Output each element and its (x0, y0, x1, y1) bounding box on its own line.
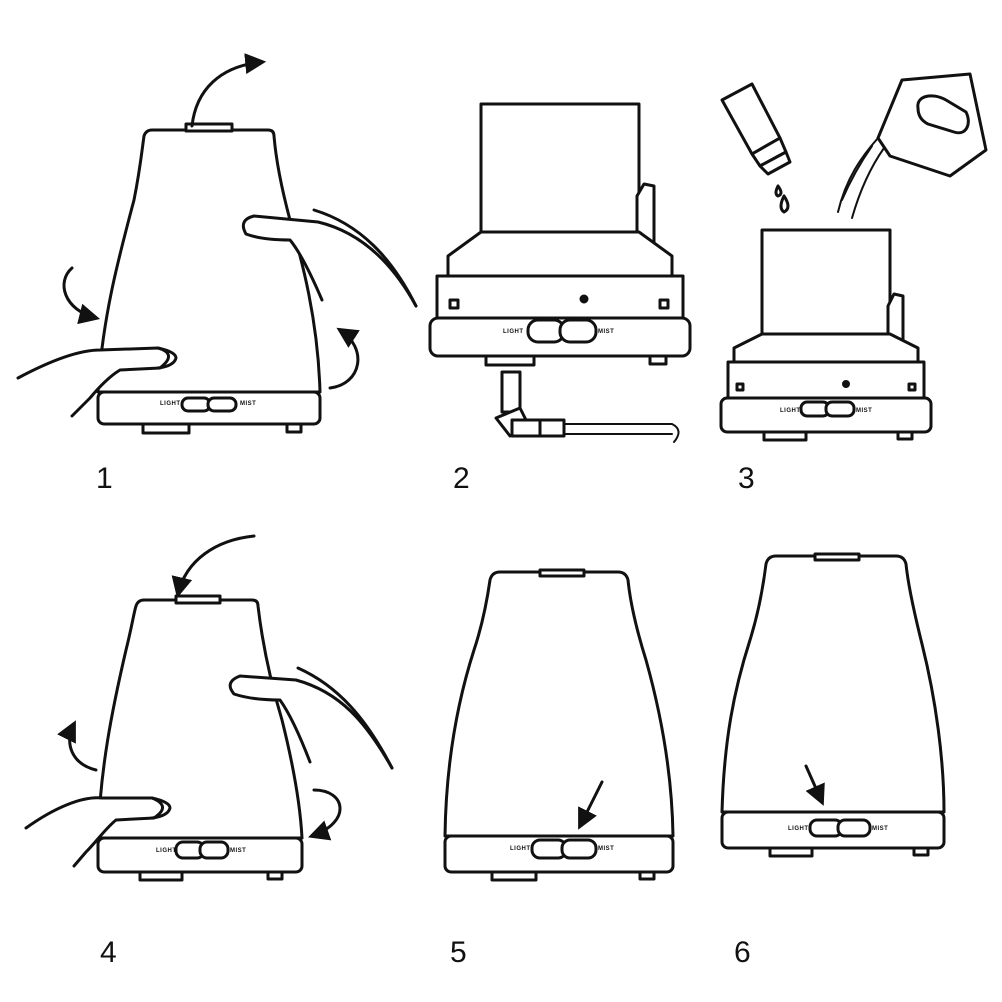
base-foot (490, 870, 538, 882)
step-number-3: 3 (738, 462, 755, 495)
jug-handle-hole (916, 94, 970, 135)
step-5-figure: LIGHT MIST 5 (443, 568, 675, 969)
cover-vent (184, 122, 234, 133)
step-number-2: 2 (453, 462, 470, 495)
mist-button (206, 396, 238, 413)
plug-collar (538, 418, 566, 438)
control-panel: LIGHT MIST (503, 318, 614, 344)
press-arrow (578, 780, 604, 830)
sensor-dot (842, 380, 850, 388)
right-hand (241, 214, 418, 308)
mist-label: MIST (230, 848, 246, 854)
mist-button (836, 818, 872, 838)
base-foot (266, 870, 284, 881)
step-number-5: 5 (450, 936, 467, 969)
right-arm (296, 666, 394, 770)
control-panel: LIGHT MIST (780, 400, 872, 418)
bottle-cap (758, 150, 792, 176)
base-shoulder (446, 230, 674, 278)
water-jug (837, 72, 988, 219)
screw (735, 382, 745, 392)
rotate-arrow-right (328, 327, 360, 390)
step-2-figure: LIGHT MIST 2 (428, 102, 692, 495)
cover-vent (813, 552, 861, 562)
oil-bottle (720, 82, 792, 214)
light-label: LIGHT (510, 846, 531, 852)
cover-vent (538, 568, 586, 578)
rotate-arrow-left (62, 266, 101, 325)
step-1-figure: LIGHT MIST 1 (16, 53, 418, 495)
plug-stem (500, 370, 522, 414)
mist-button (558, 318, 598, 344)
right-hand (228, 674, 394, 770)
left-thumb (150, 796, 172, 820)
rotate-arrow-left (57, 720, 98, 772)
step-number-4: 4 (100, 936, 117, 969)
plug-body (510, 418, 544, 438)
light-label: LIGHT (156, 848, 177, 854)
step-number-1: 1 (96, 462, 113, 495)
mist-label: MIST (872, 826, 888, 832)
sensor-dot (579, 294, 589, 304)
power-plug (494, 370, 680, 443)
mist-label: MIST (598, 329, 614, 335)
oil-drop (779, 194, 790, 214)
mist-button (198, 840, 230, 860)
control-panel: LIGHT MIST (788, 818, 888, 838)
cover-vent (174, 594, 222, 605)
mist-button (560, 838, 598, 860)
base-foot (285, 422, 303, 434)
base-shoulder (732, 332, 920, 364)
light-label: LIGHT (780, 408, 801, 414)
mist-label: MIST (598, 846, 614, 852)
diffuser-cover (720, 554, 946, 814)
base-foot (896, 430, 914, 441)
diffuser-cover (96, 598, 304, 840)
control-panel: LIGHT MIST (156, 840, 246, 860)
step-3-figure: LIGHT MIST 3 (719, 72, 988, 495)
step-4-figure: LIGHT MIST 4 (24, 534, 394, 969)
rotate-arrow-right (308, 788, 342, 841)
press-arrow (804, 764, 825, 806)
light-label: LIGHT (503, 329, 524, 335)
base-upper (435, 274, 685, 320)
power-cord (563, 423, 680, 443)
light-button (180, 396, 212, 413)
water-tank (479, 102, 641, 234)
light-label: LIGHT (788, 826, 809, 832)
base-foot (484, 354, 536, 367)
control-panel: LIGHT MIST (510, 838, 614, 860)
base-foot (138, 870, 184, 882)
water-tank (760, 228, 892, 336)
step-number-6: 6 (734, 936, 751, 969)
control-panel: LIGHT MIST (160, 396, 256, 413)
water-stream (837, 137, 879, 213)
base-foot (141, 422, 191, 435)
screw (658, 298, 670, 310)
water-stream (841, 145, 873, 201)
base-foot (912, 846, 930, 857)
base-foot (638, 870, 656, 881)
screw (448, 298, 460, 310)
lift-arrow (190, 53, 267, 128)
right-arm (312, 208, 418, 308)
step-6-figure: LIGHT MIST 6 (720, 552, 946, 969)
base-foot (768, 846, 814, 858)
light-label: LIGHT (160, 401, 181, 407)
oil-drop (774, 184, 783, 198)
mist-label: MIST (240, 401, 256, 407)
base-foot (762, 430, 808, 442)
lower-arrow (171, 534, 256, 599)
diffuser-cover (443, 570, 675, 838)
mist-label: MIST (856, 408, 872, 414)
screw (907, 382, 917, 392)
left-hand (24, 796, 164, 868)
base-foot (648, 354, 668, 366)
base-upper (726, 360, 926, 400)
left-hand (16, 346, 170, 418)
left-thumb (156, 346, 178, 370)
mist-button (824, 400, 856, 418)
water-stream (851, 147, 885, 219)
